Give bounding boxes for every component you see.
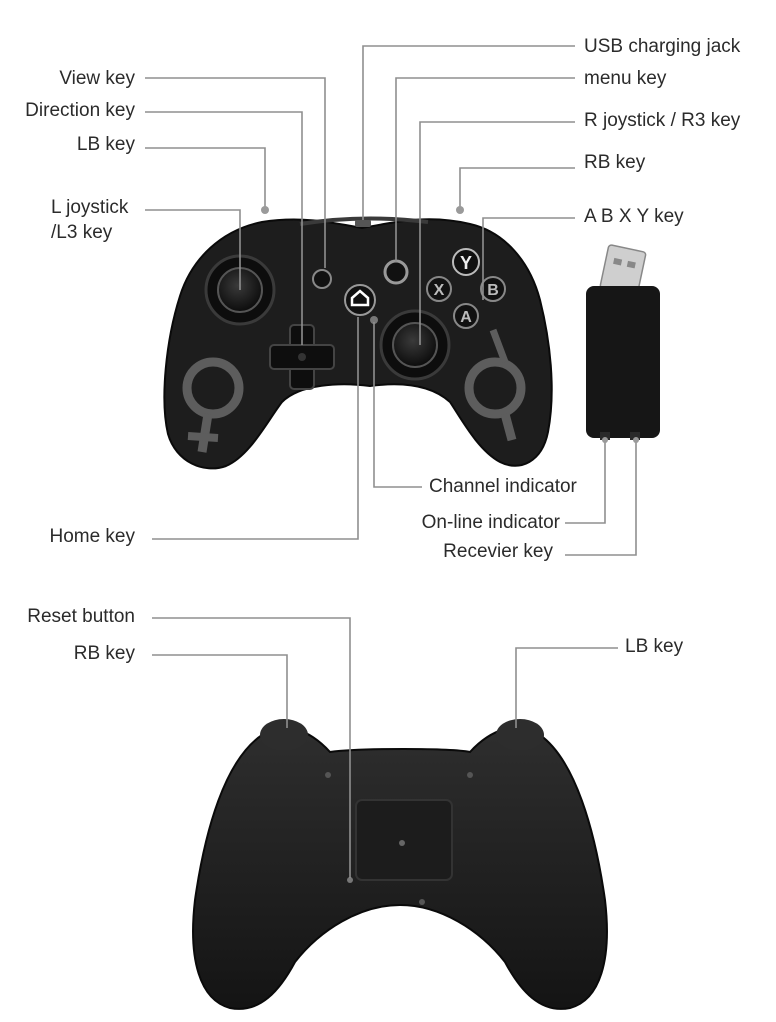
label-online-indicator: On-line indicator bbox=[422, 512, 561, 533]
home-icon bbox=[350, 289, 370, 307]
view-key bbox=[312, 269, 332, 289]
label-direction-key: Direction key bbox=[25, 100, 135, 121]
back-lb-trigger bbox=[496, 719, 544, 751]
back-rb-trigger bbox=[260, 719, 308, 751]
label-back-lb-key: LB key bbox=[625, 636, 684, 657]
label-lb-key: LB key bbox=[77, 134, 136, 155]
reset-button-hole bbox=[347, 877, 353, 883]
face-button-x: X bbox=[426, 276, 452, 302]
usb-charging-jack bbox=[355, 220, 371, 227]
usb-receiver bbox=[586, 244, 660, 440]
home-key bbox=[344, 284, 376, 316]
label-channel-indicator: Channel indicator bbox=[429, 476, 578, 497]
label-back-rb-key: RB key bbox=[74, 643, 136, 664]
front-right-labels: USB charging jack menu key R joystick / … bbox=[422, 36, 741, 562]
front-right-leaders bbox=[362, 45, 639, 556]
label-l-joystick-line1: L joystick bbox=[51, 197, 129, 218]
svg-text:Y: Y bbox=[460, 253, 472, 273]
battery-cover bbox=[355, 799, 453, 881]
label-abxy-key: A B X Y key bbox=[584, 206, 684, 227]
receiver-body bbox=[586, 286, 660, 438]
label-l-joystick-line2: /L3 key bbox=[51, 222, 113, 243]
svg-text:X: X bbox=[434, 282, 445, 299]
label-reset-button: Reset button bbox=[27, 606, 135, 627]
label-home-key: Home key bbox=[49, 526, 135, 547]
direction-pad bbox=[269, 324, 335, 390]
label-rb-key: RB key bbox=[584, 152, 646, 173]
face-button-a: A bbox=[453, 303, 479, 329]
right-joystick bbox=[392, 322, 438, 368]
back-controller bbox=[192, 719, 608, 1010]
label-view-key: View key bbox=[59, 68, 135, 89]
label-usb-charging-jack: USB charging jack bbox=[584, 36, 741, 57]
channel-indicator-led bbox=[370, 316, 378, 324]
label-r-joystick: R joystick / R3 key bbox=[584, 110, 741, 131]
label-receiver-key: Recevier key bbox=[443, 541, 553, 562]
svg-text:B: B bbox=[487, 282, 499, 299]
left-grip-symbol bbox=[182, 357, 244, 419]
label-menu-key: menu key bbox=[584, 68, 667, 89]
right-grip-symbol bbox=[464, 357, 526, 419]
back-leaders bbox=[152, 617, 618, 878]
back-labels: Reset button RB key LB key bbox=[27, 606, 683, 664]
face-button-y: Y bbox=[452, 248, 480, 276]
front-left-leaders bbox=[145, 77, 359, 540]
face-button-b: B bbox=[480, 276, 506, 302]
menu-key bbox=[383, 259, 409, 285]
svg-text:A: A bbox=[460, 309, 472, 326]
front-left-labels: View key Direction key LB key L joystick… bbox=[25, 68, 135, 547]
